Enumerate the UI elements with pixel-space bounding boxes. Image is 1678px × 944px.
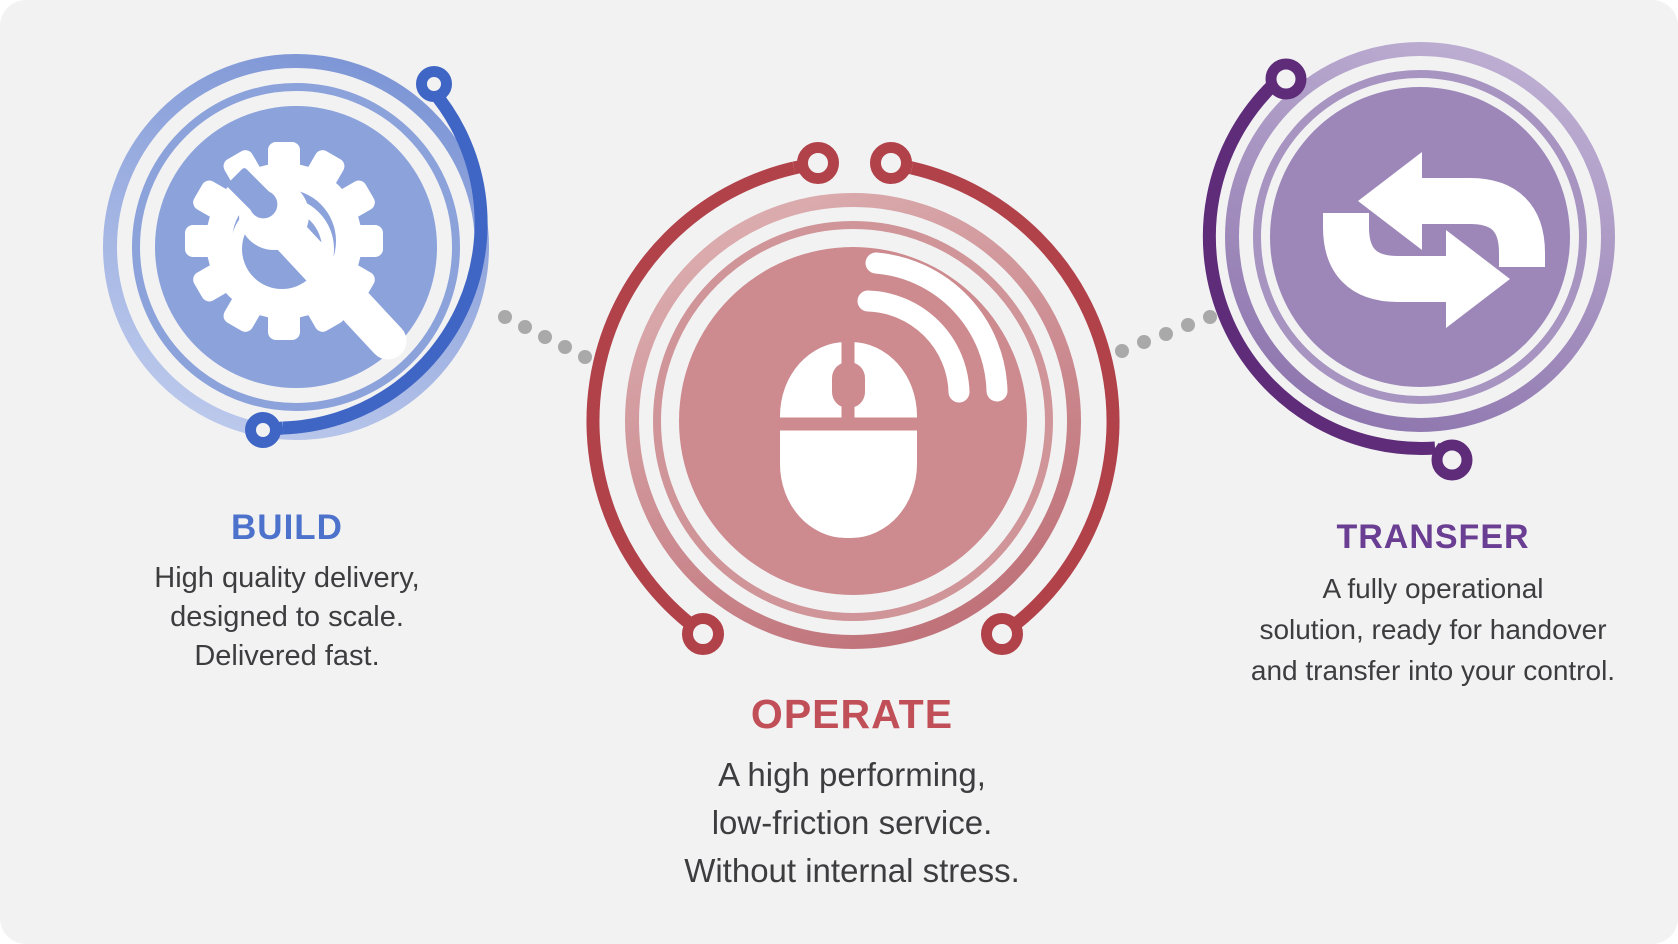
- stage-description-operate: A high performing, low-friction service.…: [684, 756, 1020, 889]
- node-ring: [1265, 58, 1307, 100]
- transfer-arrows-icon: [1323, 152, 1545, 328]
- node-ring: [682, 613, 724, 655]
- node-ring: [1431, 439, 1473, 481]
- stage-description-build: High quality delivery, designed to scale…: [154, 562, 420, 672]
- connector-dots-left: [498, 310, 592, 364]
- node-ring: [981, 613, 1023, 655]
- stage-transfer: TRANSFER A fully operational solution, r…: [1183, 520, 1678, 691]
- connector-dots-right: [1115, 310, 1217, 358]
- node-ring: [870, 142, 912, 184]
- stage-operate: OPERATE A high performing, low-friction …: [572, 694, 1132, 895]
- gear-wrench-icon: [185, 142, 407, 360]
- stage-title-build: BUILD: [231, 508, 343, 547]
- mouse-click-icon: [780, 252, 1008, 538]
- node-ring: [416, 66, 452, 102]
- operate-circle-graphic: [586, 142, 1120, 655]
- stage-description-transfer: A fully operational solution, ready for …: [1250, 573, 1616, 686]
- node-ring: [245, 412, 281, 448]
- stage-title-operate: OPERATE: [750, 691, 954, 737]
- stage-build: BUILD High quality delivery, designed to…: [47, 510, 527, 676]
- stage-title-transfer: TRANSFER: [1336, 518, 1530, 556]
- build-circle-graphic: [103, 54, 489, 448]
- transfer-circle-graphic: [1202, 42, 1615, 481]
- node-ring: [797, 142, 839, 184]
